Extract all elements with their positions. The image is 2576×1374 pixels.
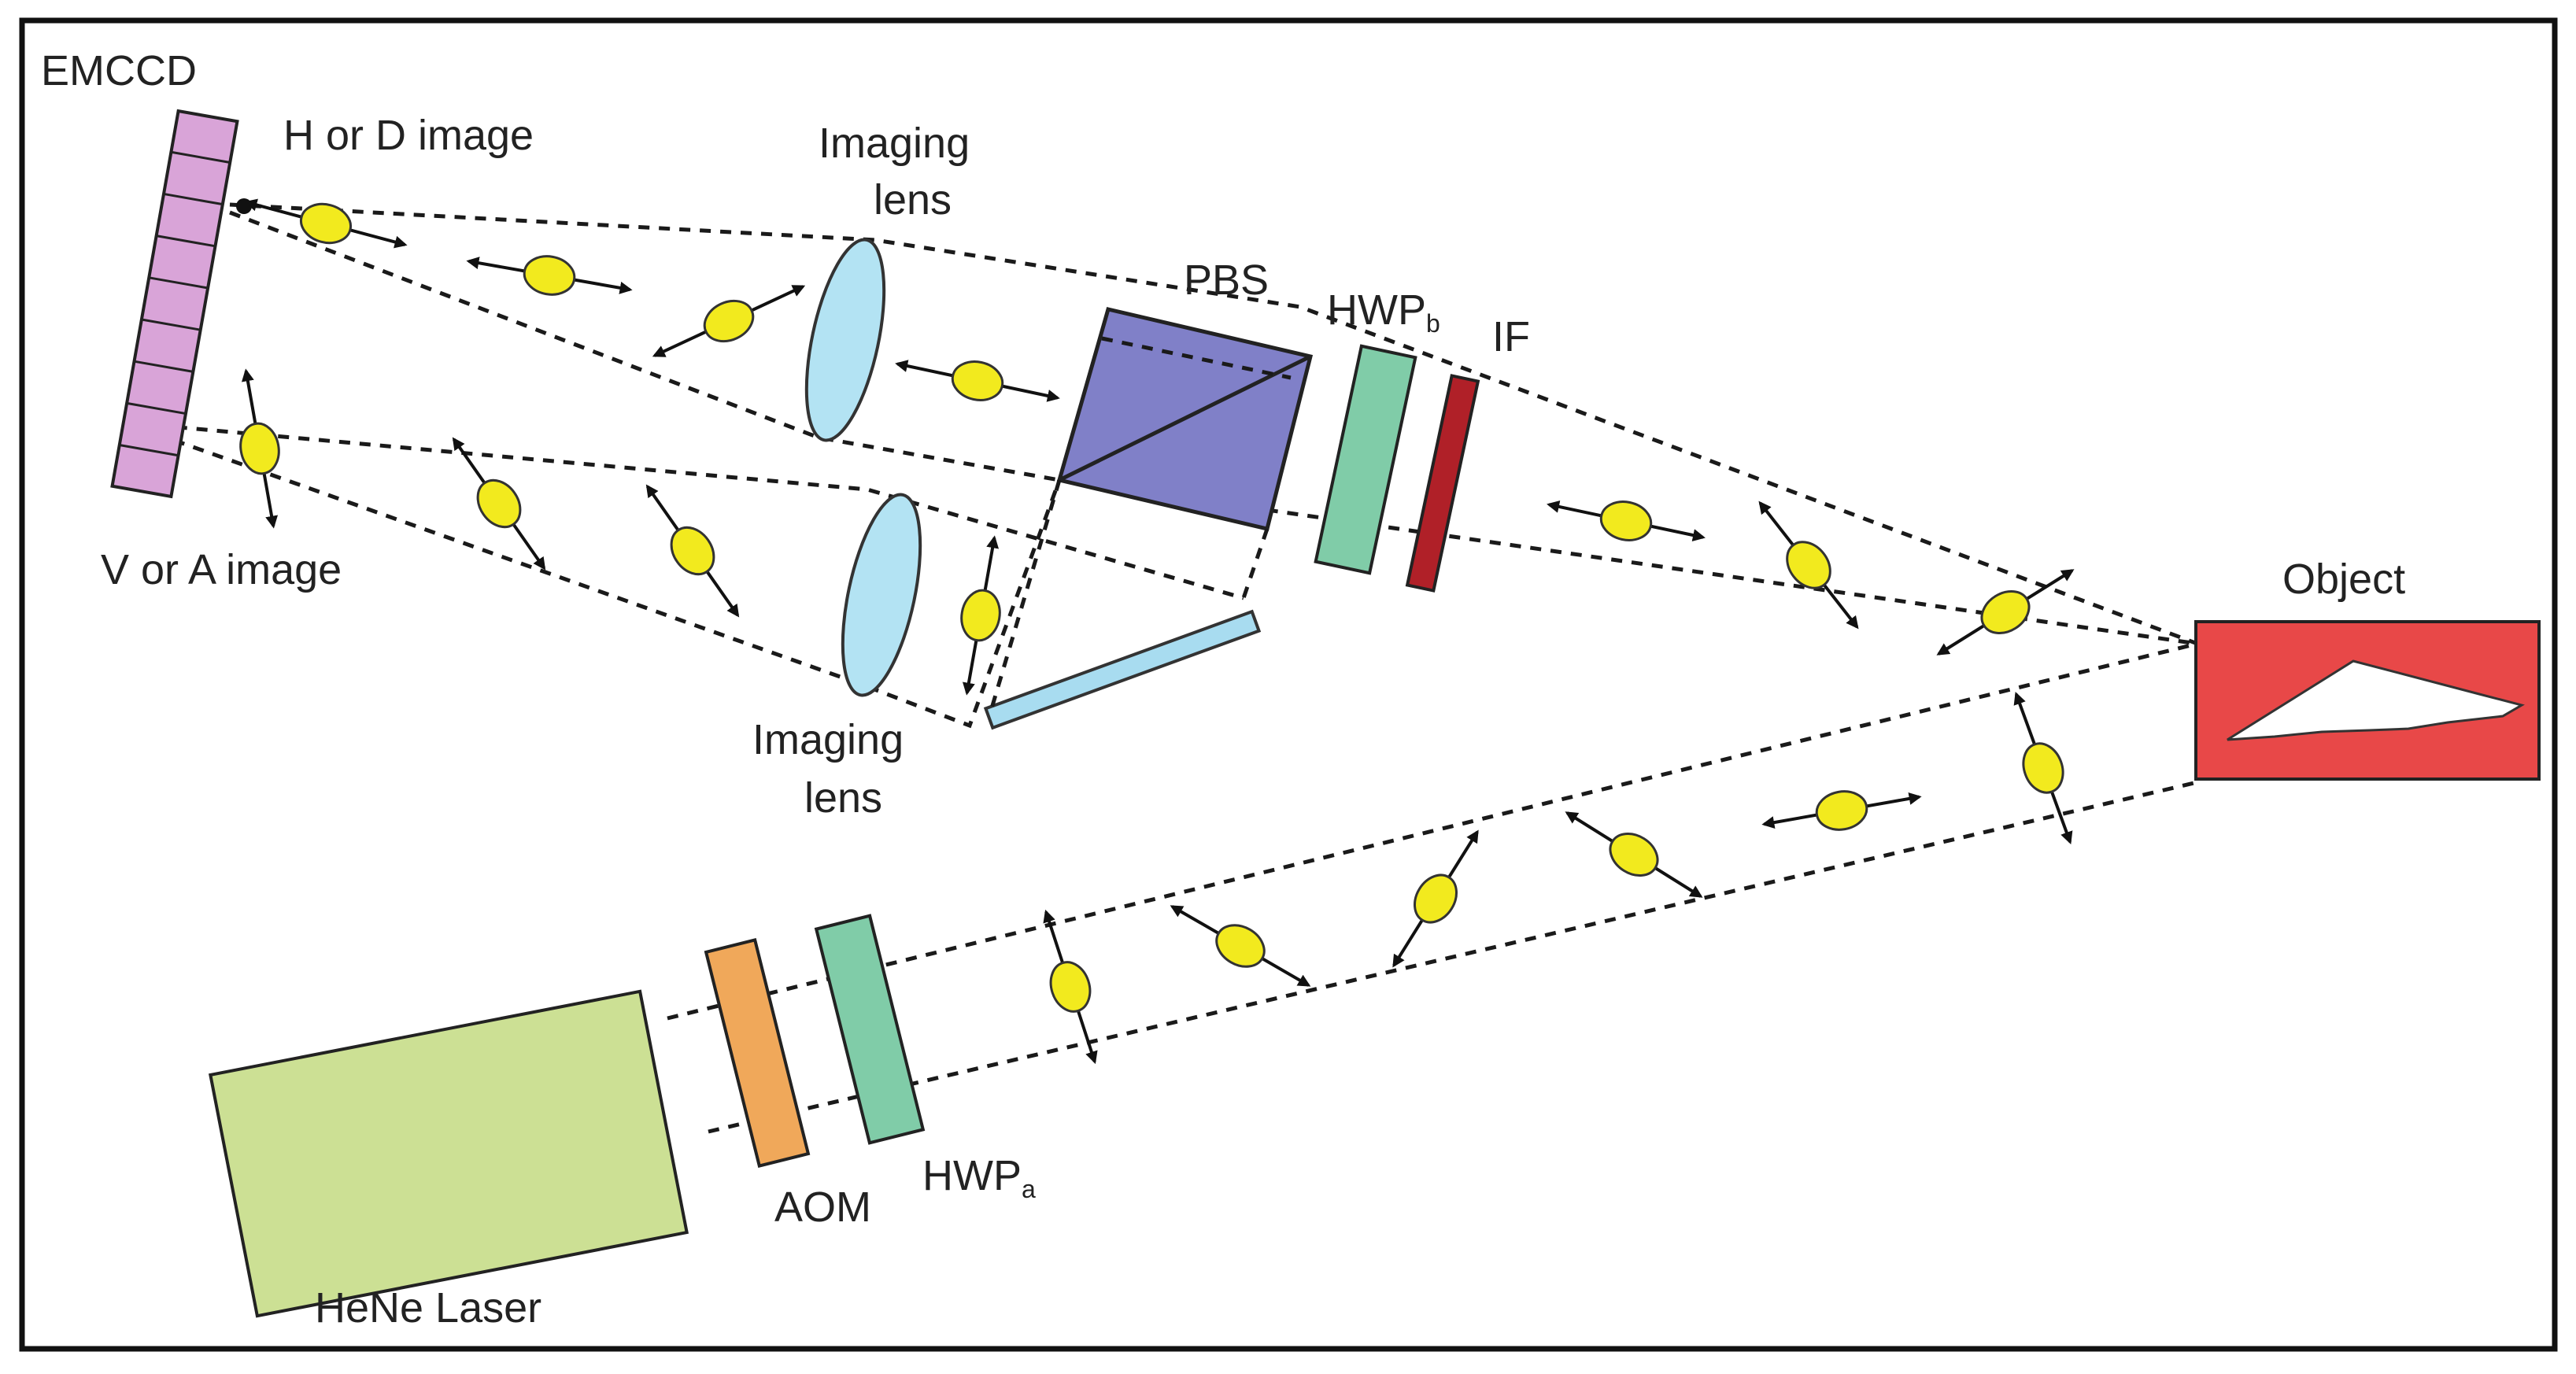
stealth-aircraft-icon <box>2227 659 2525 741</box>
hwp-a-plate <box>814 914 926 1145</box>
polarization-marker <box>452 437 546 571</box>
polarization-ellipse <box>1599 500 1653 541</box>
polarization-marker <box>1565 811 1703 898</box>
polarization-marker <box>239 368 280 529</box>
polarization-ellipse <box>1609 833 1659 877</box>
label-h-or-d-image: H or D image <box>283 112 534 159</box>
beam-illum-lower <box>708 780 2198 1134</box>
polarization-marker <box>1758 500 1859 630</box>
polarization-marker <box>652 285 806 357</box>
figure-border <box>19 17 2558 1352</box>
polarization-ellipse <box>960 589 1001 642</box>
polarization-ellipse <box>670 526 715 576</box>
beam-v-lower <box>135 424 1062 729</box>
label-v-or-a-image: V or A image <box>101 546 342 593</box>
beam-pbs-to-mirror-left <box>989 479 1062 709</box>
label-hwp-a: HWPa <box>922 1152 1036 1203</box>
label-imaging-lens-top-2: lens <box>874 176 952 223</box>
label-pbs: PBS <box>1184 257 1269 304</box>
hwp-b-plate <box>1314 344 1417 575</box>
polarization-marker <box>895 360 1060 402</box>
object-target <box>2194 620 2541 781</box>
polarization-ellipse <box>239 422 280 475</box>
label-emccd: EMCCD <box>41 47 197 94</box>
label-hene-laser: HeNe Laser <box>315 1284 541 1332</box>
polarization-marker <box>1761 790 1922 831</box>
polarization-marker <box>1170 905 1311 987</box>
hene-laser <box>208 989 689 1318</box>
beam-h-upper <box>229 202 2198 646</box>
polarization-ellipse <box>299 202 353 245</box>
polarization-marker <box>1392 829 1479 968</box>
label-hwp-b: HWPb <box>1327 286 1440 338</box>
polarization-marker <box>2013 692 2073 844</box>
polarization-marker <box>244 198 408 249</box>
mirror <box>983 609 1262 730</box>
polarization-ellipse <box>1049 961 1092 1013</box>
polarization-marker <box>1043 909 1098 1065</box>
beam-h-lower <box>229 210 2198 646</box>
beam-origin-dot <box>236 198 252 214</box>
polarization-ellipse <box>703 299 755 343</box>
label-imaging-lens-bottom-2: lens <box>804 774 882 822</box>
label-imaging-lens-top-1: Imaging <box>819 120 970 167</box>
polarization-ellipse <box>1215 924 1266 968</box>
polarization-marker <box>1936 569 2075 656</box>
polarization-ellipse <box>476 478 522 529</box>
polarization-ellipse <box>1980 590 2031 634</box>
label-object: Object <box>2282 556 2405 603</box>
polarization-marker <box>466 255 633 296</box>
beam-pbs-to-mirror-right <box>1241 528 1270 599</box>
polarization-ellipse <box>1815 790 1868 831</box>
polarization-ellipse <box>951 360 1004 401</box>
label-aom: AOM <box>774 1184 871 1231</box>
polarization-marker <box>960 535 1001 696</box>
polarization-marker <box>645 484 740 618</box>
polarization-marker <box>1547 500 1706 541</box>
polarization-markers <box>236 198 2075 1065</box>
polarization-ellipse <box>1786 541 1831 589</box>
imaging-lens-bottom <box>841 493 922 697</box>
aom-modulator <box>704 937 811 1169</box>
polarization-ellipse <box>1414 874 1458 924</box>
label-if: IF <box>1492 313 1530 360</box>
polarization-marker <box>236 198 252 214</box>
labels: EMCCD H or D image V or A image Imaging … <box>41 47 2405 1332</box>
imaging-lens-top <box>804 238 886 442</box>
pbs-cube <box>1056 307 1314 531</box>
emccd-sensor <box>110 109 239 499</box>
if-filter <box>1405 374 1480 593</box>
polarization-ellipse <box>523 255 576 296</box>
label-imaging-lens-bottom-1: Imaging <box>752 716 904 763</box>
polarization-ellipse <box>2022 742 2064 794</box>
